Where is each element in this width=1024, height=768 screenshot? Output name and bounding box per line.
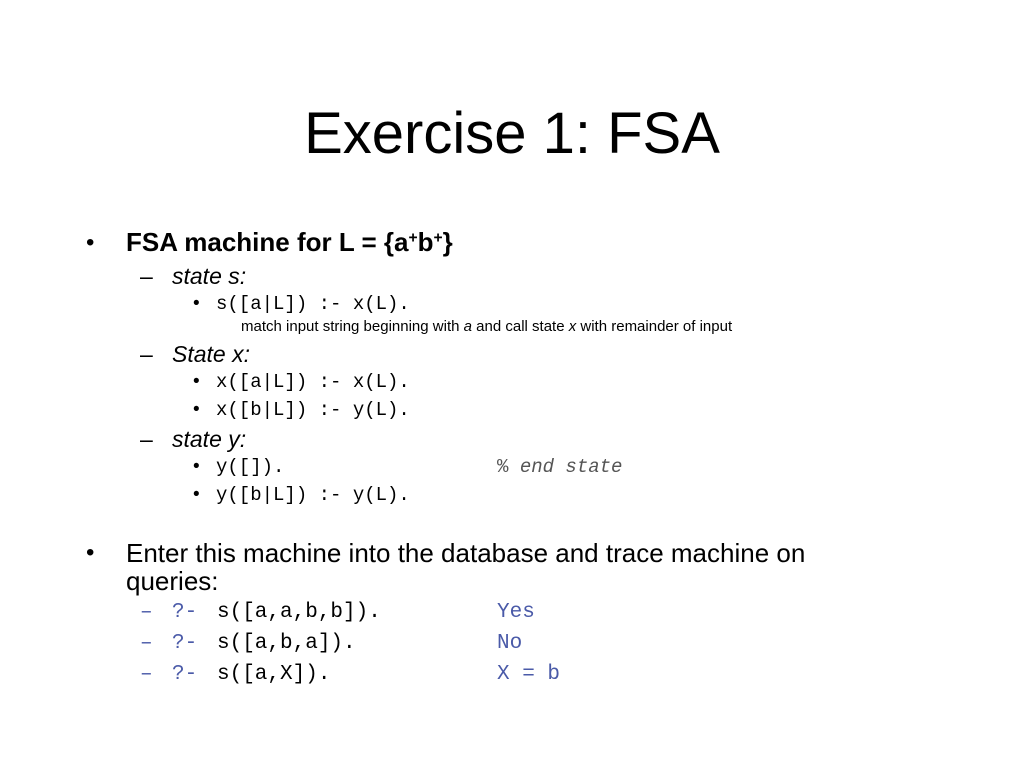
bullet-enter-machine-line-2: queries: — [126, 566, 219, 596]
query-result: Yes — [497, 601, 535, 624]
query-prompt: ?- — [172, 663, 198, 686]
state-s-note: match input string beginning with a and … — [241, 318, 732, 336]
state-s-rule: s([a|L]) :- x(L). — [216, 293, 410, 315]
note-mid: and call state — [471, 318, 569, 335]
fsa-sup-1: + — [408, 229, 418, 247]
query-result: No — [497, 632, 523, 655]
state-x-rule-1: x([a|L]) :- x(L). — [216, 371, 410, 393]
end-state-comment: % end state — [497, 455, 622, 479]
query-text: s([a,b,a]). — [217, 632, 356, 655]
query-text: s([a,X]). — [217, 663, 331, 686]
comment-mark: % — [497, 456, 509, 478]
query-text: s([a,a,b,b]). — [217, 601, 381, 624]
query-dash: – — [140, 601, 153, 624]
fsa-label-mid: b — [417, 227, 434, 257]
slide-title: Exercise 1: FSA — [304, 101, 720, 166]
state-y-label: state y: — [172, 426, 247, 452]
bullet-enter-machine-line-1: Enter this machine into the database and… — [126, 538, 806, 568]
bullet-dot-small: • — [193, 456, 200, 477]
bullet-dot-small: • — [193, 484, 200, 505]
sub-dash: – — [140, 263, 153, 289]
note-pre: match input string beginning with — [241, 318, 464, 335]
query-dash: – — [140, 663, 153, 686]
bullet-dot-small: • — [193, 399, 200, 420]
note-x: x — [568, 318, 577, 335]
sub-dash: – — [140, 426, 153, 452]
bullet-fsa-machine: FSA machine for L = {a+b+} — [126, 227, 453, 257]
query-prompt: ?- — [172, 601, 198, 624]
bullet-dot-small: • — [193, 293, 200, 314]
bullet-dot: • — [86, 229, 95, 256]
state-s-label: state s: — [172, 263, 247, 289]
fsa-sup-2: + — [433, 229, 443, 247]
comment-text: end state — [519, 456, 623, 478]
note-post: with remainder of input — [576, 318, 733, 335]
bullet-dot-small: • — [193, 371, 200, 392]
query-result: X = b — [497, 663, 561, 686]
state-x-rule-2: x([b|L]) :- y(L). — [216, 399, 410, 421]
sub-dash: – — [140, 341, 153, 367]
query-dash: – — [140, 632, 153, 655]
fsa-label-post: } — [442, 227, 453, 257]
state-y-rule-1: y([]). — [216, 456, 285, 478]
note-a: a — [463, 318, 472, 335]
state-y-rule-2: y([b|L]) :- y(L). — [216, 484, 410, 506]
state-x-label: State x: — [172, 341, 250, 367]
bullet-dot: • — [86, 539, 95, 566]
query-prompt: ?- — [172, 632, 198, 655]
fsa-label-pre: FSA machine for L = {a — [126, 227, 409, 257]
